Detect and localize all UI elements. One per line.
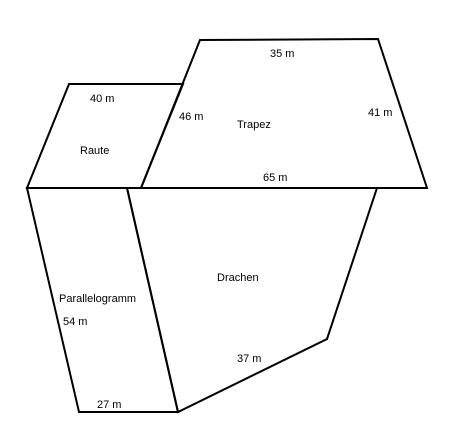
trapez-bottom-side-label: 65 m [263,172,287,184]
drachen-shape [125,187,379,414]
parallelogramm-bottom-side-label: 27 m [97,399,121,411]
raute-top-side-label: 40 m [90,93,114,105]
trapez-name-label: Trapez [237,119,271,131]
drachen-side-label: 37 m [237,353,261,365]
parallelogramm-name-label: Parallelogramm [59,293,136,305]
raute-name-label: Raute [80,145,109,157]
trapez-right-side-label: 41 m [368,107,392,119]
drachen-name-label: Drachen [217,272,259,284]
parallelogramm-side-label: 54 m [63,316,87,328]
trapez-left-side-label: 46 m [179,111,203,123]
trapez-top-side-label: 35 m [270,48,294,60]
